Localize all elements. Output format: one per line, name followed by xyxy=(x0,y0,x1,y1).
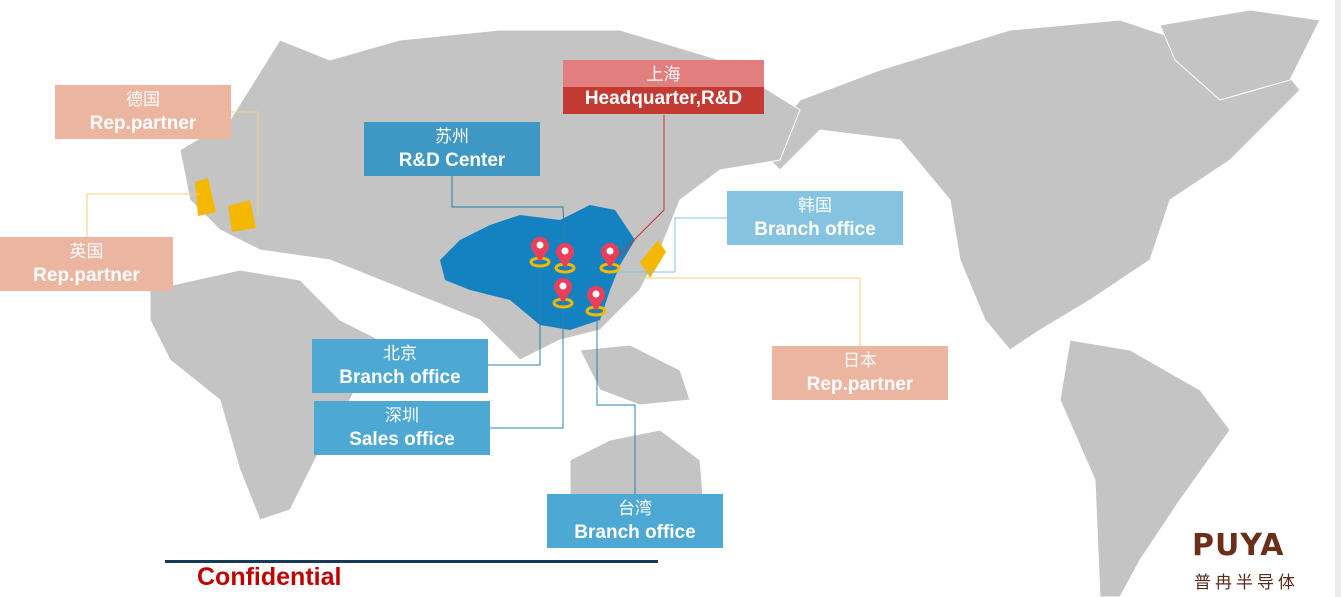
office-cn: 深圳 xyxy=(385,406,419,426)
pin-icon xyxy=(554,242,576,274)
office-cn: 日本 xyxy=(843,351,877,371)
africa xyxy=(149,269,381,521)
office-type: Sales office xyxy=(349,429,455,450)
office-type: Headquarter,R&D xyxy=(584,88,743,109)
footer-divider xyxy=(165,560,658,563)
office-japan: 日本 Rep.partner xyxy=(772,346,948,400)
china xyxy=(440,205,635,330)
office-type: Branch office xyxy=(339,367,461,388)
office-cn: 台湾 xyxy=(618,499,652,519)
office-cn: 北京 xyxy=(383,344,417,364)
puya-logo-cn: 普冉半导体 xyxy=(1194,573,1299,593)
office-cn: 苏州 xyxy=(435,127,469,147)
office-type: R&D Center xyxy=(398,150,506,171)
office-type: Rep.partner xyxy=(806,374,914,395)
japan-highlight xyxy=(640,240,666,278)
office-suzhou: 苏州 R&D Center xyxy=(364,122,540,176)
germany-highlight xyxy=(228,200,256,232)
office-cn: 韩国 xyxy=(798,196,832,216)
se-asia-islands xyxy=(579,344,691,406)
uk-highlight xyxy=(195,178,216,216)
office-uk: 英国 Rep.partner xyxy=(0,237,173,291)
office-type: Branch office xyxy=(754,219,876,240)
office-germany: 德国 Rep.partner xyxy=(55,85,231,139)
office-type: Rep.partner xyxy=(33,265,140,286)
office-type: Branch office xyxy=(574,522,696,543)
location-pins xyxy=(529,236,621,317)
pin-icon xyxy=(529,236,551,268)
confidential-label: Confidential xyxy=(197,563,342,591)
office-shanghai: 上海 Headquarter,R&D xyxy=(563,60,764,114)
office-korea: 韩国 Branch office xyxy=(727,191,903,245)
office-cn: 英国 xyxy=(69,242,104,262)
pin-icon xyxy=(599,242,621,274)
greenland xyxy=(1159,9,1321,101)
puya-logo: PUYA xyxy=(1192,528,1285,563)
pin-icon xyxy=(552,277,574,309)
office-taiwan: 台湾 Branch office xyxy=(547,494,723,548)
office-cn: 上海 xyxy=(646,65,681,85)
scrollbar[interactable] xyxy=(1335,0,1341,597)
office-type: Rep.partner xyxy=(89,113,197,134)
office-cn: 德国 xyxy=(126,90,160,110)
pin-icon xyxy=(585,285,607,317)
south-america xyxy=(1059,339,1231,597)
office-shenzhen: 深圳 Sales office xyxy=(314,401,490,455)
office-beijing: 北京 Branch office xyxy=(312,339,488,393)
